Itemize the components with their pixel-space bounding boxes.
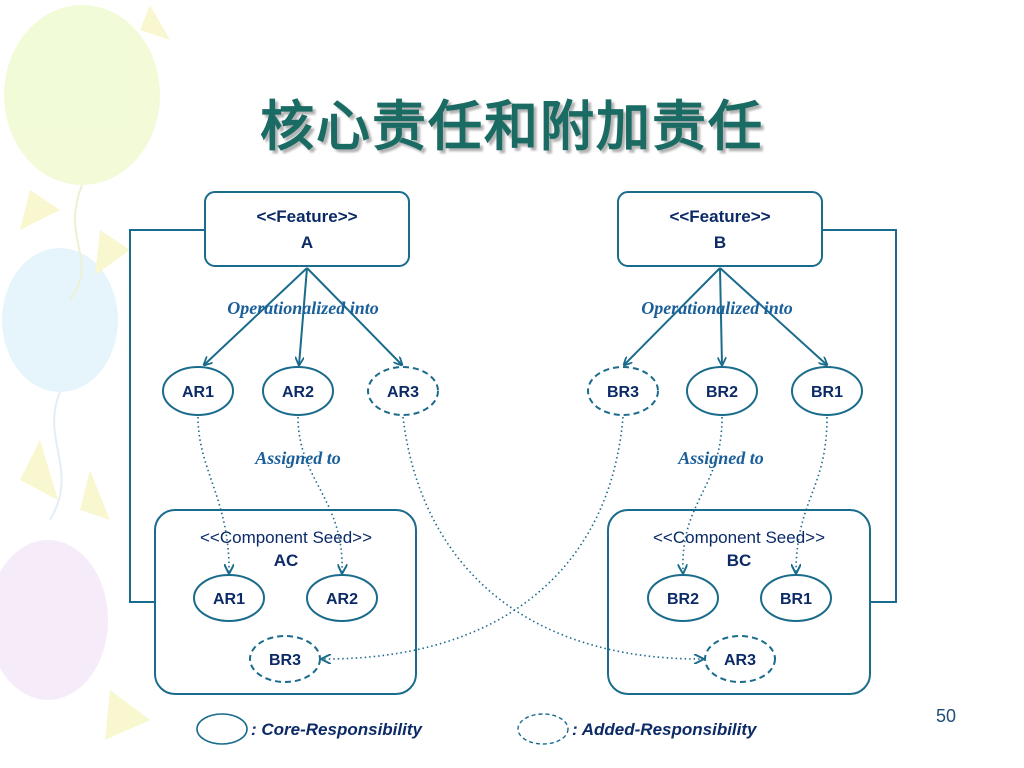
component-ac-name: AC: [274, 551, 299, 570]
node-ar2-label: AR2: [282, 384, 314, 401]
node-bc-br2-label: BR2: [667, 591, 699, 608]
node-bc-br1-label: BR1: [780, 591, 812, 608]
node-ar2-core: [262, 366, 334, 416]
feature-a-stereotype: <<Feature>>: [256, 207, 357, 226]
assign-br3-to-ac: [322, 416, 624, 659]
legend-core-symbol: [196, 713, 248, 745]
component-bc-box: [607, 509, 871, 695]
feature-b-name: B: [714, 233, 726, 252]
node-bc-ar3-label: AR3: [724, 652, 756, 669]
node-br1-label: BR1: [811, 384, 843, 401]
node-ac-ar2: [306, 574, 378, 622]
legend-added-label: : Added-Responsibility: [572, 720, 758, 739]
assign-br2-to-bc: [683, 416, 723, 573]
node-br3-label: BR3: [607, 384, 639, 401]
component-bc-stereotype: <<Component Seed>>: [653, 528, 825, 547]
legend-core-label: : Core-Responsibility: [251, 720, 424, 739]
assign-ar2-to-ac: [297, 416, 342, 573]
arrow-b-br1: [719, 267, 827, 365]
arrow-a-ar2: [299, 267, 308, 365]
label-operationalized-b: Operationalized into: [641, 298, 793, 318]
feature-a-name: A: [301, 233, 313, 252]
feature-b-box: [617, 191, 823, 267]
node-br1-core: [791, 366, 863, 416]
component-bc-name: BC: [727, 551, 752, 570]
assign-ar1-to-ac: [197, 416, 229, 573]
legend-added-symbol: [517, 713, 569, 745]
component-ac-box: [154, 509, 417, 695]
assign-br1-to-bc: [796, 416, 828, 573]
feature-b-stereotype: <<Feature>>: [669, 207, 770, 226]
bracket-left: [129, 229, 205, 603]
node-br2-core: [686, 366, 758, 416]
node-br3-core: [587, 366, 659, 416]
node-ac-ar1-label: AR1: [213, 591, 245, 608]
node-br2-label: BR2: [706, 384, 738, 401]
label-assigned-b: Assigned to: [677, 448, 764, 468]
node-ar3-label: AR3: [387, 384, 419, 401]
arrow-b-br2: [720, 267, 722, 365]
slide-title: 核心责任和附加责任: [260, 95, 764, 158]
node-ac-ar2-label: AR2: [326, 591, 358, 608]
node-ac-br3: [249, 635, 321, 683]
node-ar1-label: AR1: [182, 384, 214, 401]
arrow-b-br3: [624, 267, 721, 365]
label-operationalized-a: Operationalized into: [227, 298, 379, 318]
page-number: 50: [936, 706, 957, 726]
node-ar1-core: [162, 366, 234, 416]
label-assigned-a: Assigned to: [254, 448, 341, 468]
node-ac-br3-label: BR3: [269, 652, 301, 669]
bracket-right: [822, 229, 897, 603]
node-ac-ar1: [193, 574, 265, 622]
component-ac-stereotype: <<Component Seed>>: [200, 528, 372, 547]
node-bc-ar3: [704, 635, 776, 683]
node-bc-br1: [760, 574, 832, 622]
node-bc-br2: [647, 574, 719, 622]
node-ar3-core: [367, 366, 439, 416]
feature-a-box: [204, 191, 410, 267]
arrow-a-ar1: [204, 267, 308, 365]
arrow-a-ar3: [306, 267, 402, 365]
balloon-decoration: [0, 5, 170, 740]
